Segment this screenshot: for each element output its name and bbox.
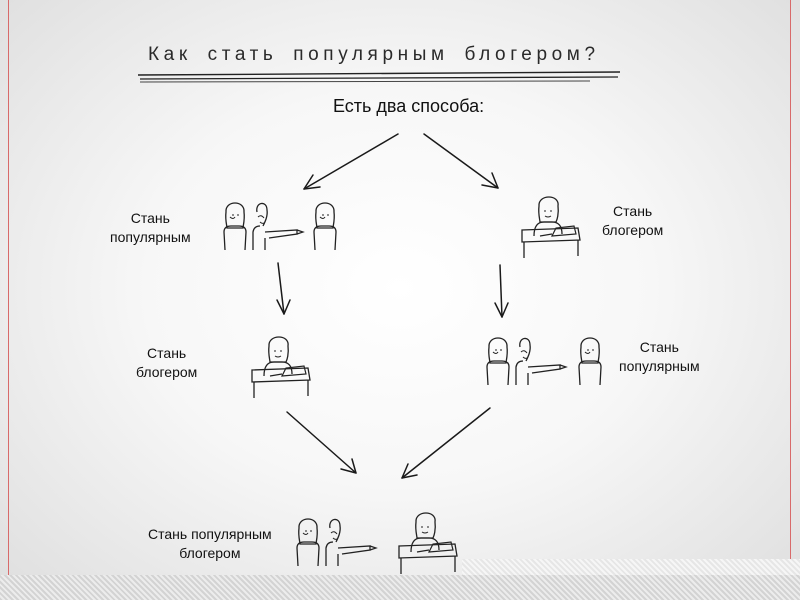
label-result: Стань популярным блогером — [148, 526, 272, 561]
crowd-pointing-figure-middle-right — [487, 338, 566, 385]
person-figure-top-left — [313, 202, 337, 251]
label-right-step1: Стань блогером — [602, 203, 664, 238]
label-right-step2: Стань популярным — [619, 339, 700, 374]
arrow-right-down — [494, 264, 509, 318]
arrow-merge-left — [286, 411, 357, 474]
person-figure-middle-right — [578, 337, 602, 386]
blogger-at-desk-figure-bottom — [398, 512, 458, 575]
arrow-split-right — [423, 133, 499, 189]
title-underline — [137, 71, 621, 83]
label-left-step1: Стань популярным — [110, 210, 191, 245]
slide-footer-band — [0, 575, 800, 600]
arrow-left-down — [276, 262, 291, 315]
crowd-pointing-figure-top-left — [224, 203, 303, 250]
blogger-at-desk-figure-middle-left — [251, 336, 311, 399]
label-left-step2: Стань блогером — [136, 345, 198, 380]
crowd-pointing-figure-bottom — [297, 519, 376, 566]
arrow-split-left — [303, 133, 399, 190]
diagram-subtitle: Есть два способа: — [333, 96, 485, 116]
margin-line-left — [8, 0, 9, 600]
arrow-merge-right — [401, 407, 491, 479]
margin-line-right — [790, 0, 791, 600]
slide-footer-band-light — [462, 559, 800, 576]
page-title: Как стать популярным блогером? — [148, 44, 600, 65]
blogger-at-desk-figure-top-right — [521, 196, 581, 259]
